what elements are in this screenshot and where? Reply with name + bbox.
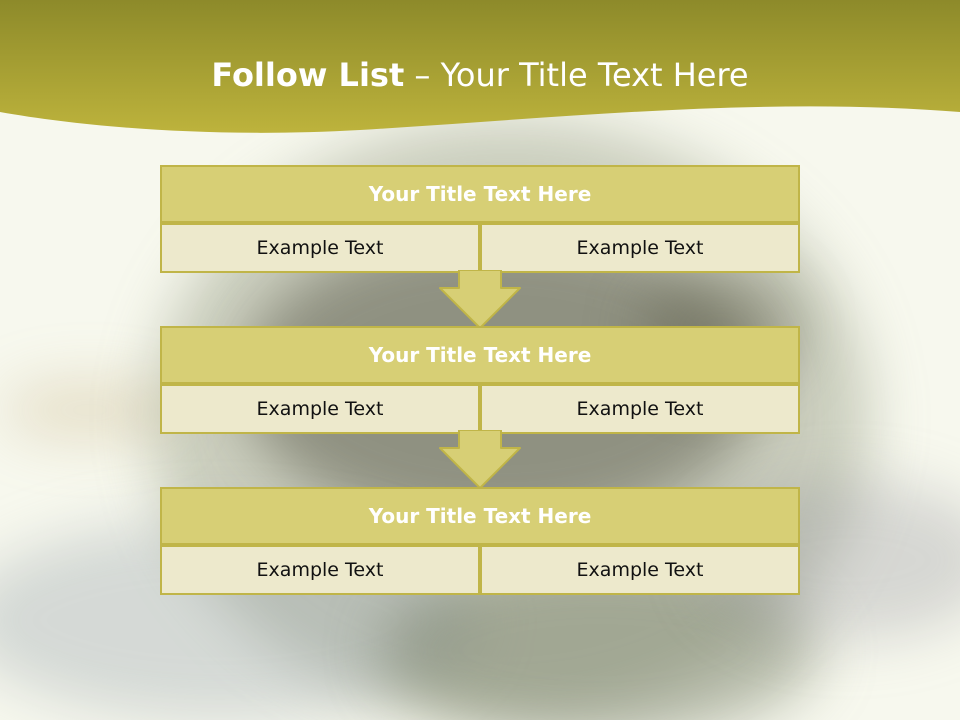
down-arrow-icon [439,430,521,489]
slide-title-bold: Follow List [211,56,405,94]
header-band [0,0,960,133]
step-title-2: Your Title Text Here [160,326,800,384]
step-block-1: Your Title Text Here Example Text Exampl… [160,165,800,273]
slide-title: Follow List – Your Title Text Here [0,56,960,94]
step-cell-right-1: Example Text [480,223,800,273]
step-cell-left-1: Example Text [160,223,480,273]
step-cell-right-3: Example Text [480,545,800,595]
step-title-3: Your Title Text Here [160,487,800,545]
step-cell-left-2: Example Text [160,384,480,434]
slide-title-rest: – Your Title Text Here [404,56,749,94]
down-arrow-icon [439,270,521,329]
step-cell-left-3: Example Text [160,545,480,595]
step-cell-right-2: Example Text [480,384,800,434]
step-title-1: Your Title Text Here [160,165,800,223]
step-block-2: Your Title Text Here Example Text Exampl… [160,326,800,434]
step-block-3: Your Title Text Here Example Text Exampl… [160,487,800,595]
